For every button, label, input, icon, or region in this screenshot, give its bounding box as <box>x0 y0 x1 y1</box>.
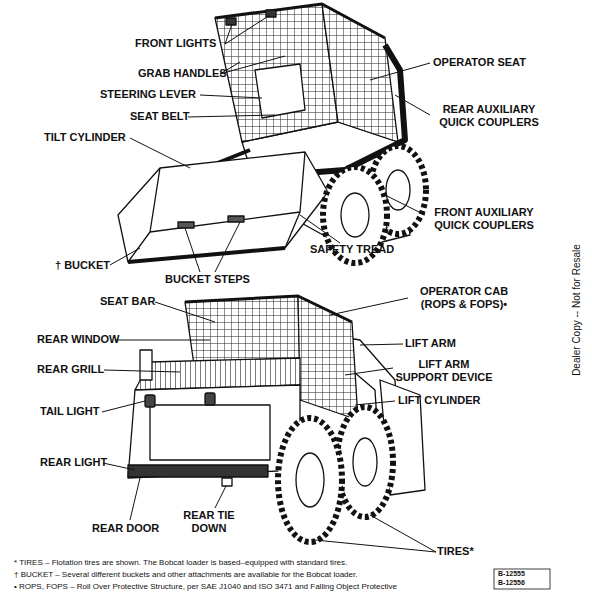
part-label: † BUCKET <box>55 259 110 272</box>
part-label: STEERING LEVER <box>100 88 196 101</box>
part-label: REAR AUXILIARY QUICK COUPLERS <box>430 103 548 128</box>
part-label: TIRES* <box>437 545 474 558</box>
part-label: GRAB HANDLES <box>138 67 227 80</box>
part-label: TAIL LIGHT <box>40 405 99 418</box>
part-label: LIFT ARM SUPPORT DEVICE <box>395 358 493 383</box>
footnote: † BUCKET – Several different buckets and… <box>14 570 357 579</box>
part-label: OPERATOR CAB (ROPS & FOPS)• <box>410 285 518 310</box>
part-label: LIFT CYLINDER <box>398 394 481 407</box>
figure-number: B-12556 <box>498 579 525 587</box>
part-label: FRONT AUXILIARY QUICK COUPLERS <box>425 206 543 231</box>
footnote: • ROPS, FOPS – Roll Over Protective Stru… <box>14 582 397 591</box>
part-label: TILT CYLINDER <box>44 131 126 144</box>
watermark: Dealer Copy -- Not for Resale <box>571 244 583 376</box>
rear-view <box>128 296 425 542</box>
part-label: REAR TIE DOWN <box>180 509 238 534</box>
figure-number: B-12555 <box>498 570 525 578</box>
part-label: SEAT BELT <box>130 110 189 123</box>
part-label: FRONT LIGHTS <box>135 37 216 50</box>
part-label: BUCKET STEPS <box>165 273 250 286</box>
footnote: * TIRES – Flotation tires are shown. The… <box>14 558 347 567</box>
part-label: REAR DOOR <box>92 522 159 535</box>
figure-box <box>494 569 550 589</box>
part-label: OPERATOR SEAT <box>433 56 526 69</box>
front-view <box>118 4 426 263</box>
part-label: REAR WINDOW <box>37 333 120 346</box>
part-label: LIFT ARM <box>405 337 456 350</box>
part-label: REAR LIGHT <box>40 456 107 469</box>
part-label: REAR GRILL <box>37 363 104 376</box>
part-label: SAFETY TREAD <box>310 243 394 256</box>
part-label: SEAT BAR <box>100 295 155 308</box>
